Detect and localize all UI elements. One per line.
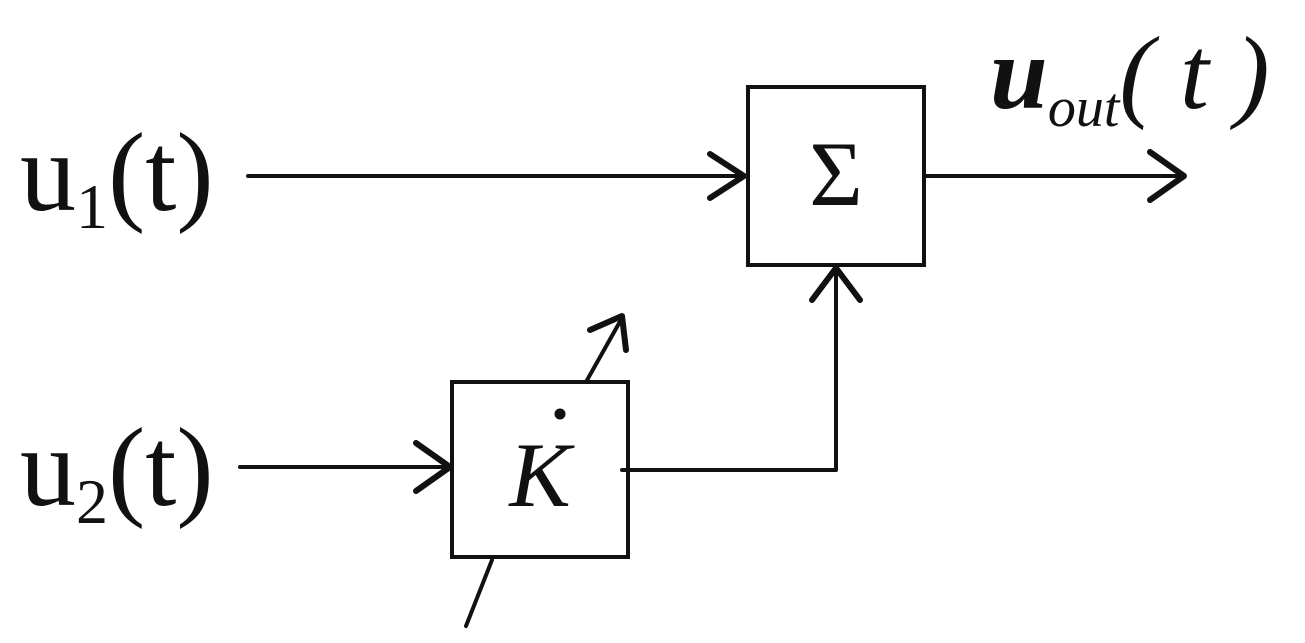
output-base: u: [990, 16, 1048, 131]
adjust-arrowhead: [587, 313, 629, 353]
gain-symbol: K: [507, 424, 575, 526]
input-u2-label: u2(t): [20, 406, 214, 537]
arrowhead-output: [1147, 149, 1187, 203]
input-u1-subscript: 1: [76, 171, 108, 242]
output-subscript: out: [1048, 77, 1121, 139]
input-u1-argument: (t): [108, 111, 214, 235]
input-u1-base: u: [20, 111, 76, 235]
input-u2-base: u: [20, 406, 76, 530]
input-u2-argument: (t): [108, 406, 214, 530]
adjust-arrow-head-line: [584, 316, 624, 384]
arrowhead-u1-sum: [707, 151, 747, 201]
adjust-arrow-tail: [464, 558, 494, 628]
gain-dot-accent: [554, 408, 566, 420]
output-label: uout( t ): [990, 16, 1270, 139]
output-argument: ( t ): [1119, 16, 1269, 131]
input-u1-label: u1(t): [20, 111, 214, 242]
input-u2-subscript: 2: [76, 466, 108, 537]
wire-gain-to-sum: [620, 266, 838, 472]
arrowhead-gain-sum: [809, 265, 863, 303]
sum-symbol: Σ: [809, 123, 863, 225]
